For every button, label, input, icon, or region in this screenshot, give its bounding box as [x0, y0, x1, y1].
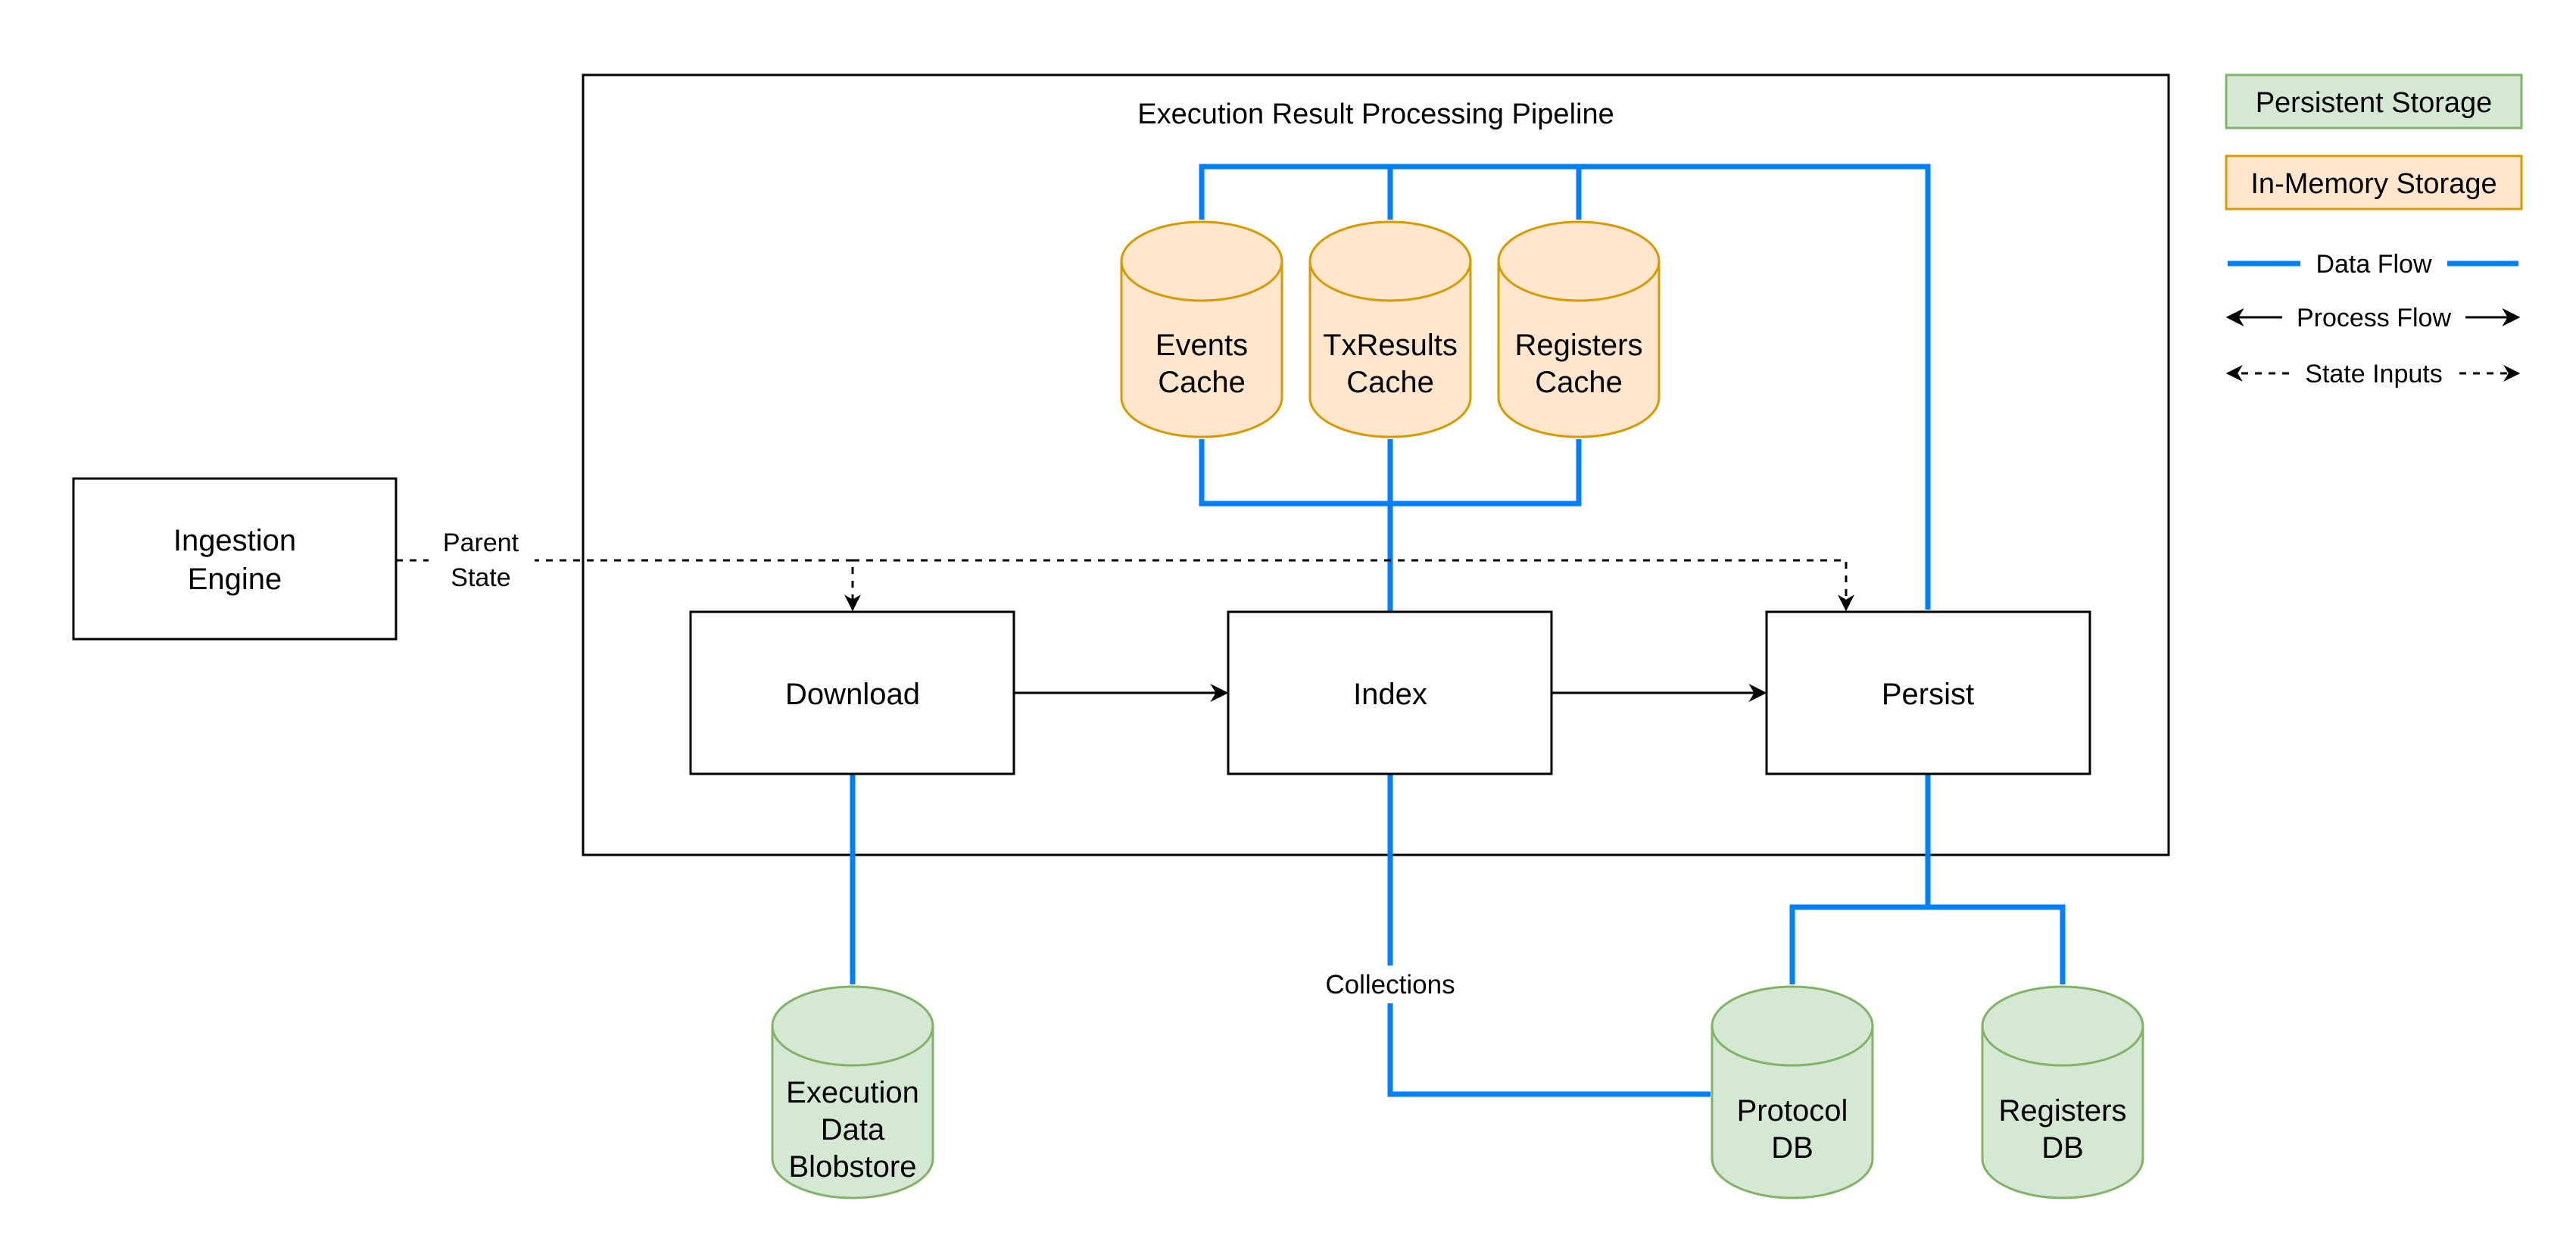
- protocol-db-label-line1: Protocol: [1737, 1094, 1848, 1128]
- index-to-events-line: [1199, 438, 1390, 507]
- execution-data-blobstore-cylinder: Execution Data Blobstore: [771, 985, 934, 1199]
- registers-db-cylinder: Registers DB: [1981, 985, 2144, 1199]
- ingestion-engine-box: Ingestion Engine: [72, 477, 398, 641]
- cache-to-persist-line: [1199, 164, 1931, 610]
- legend-process-flow-label: Process Flow: [2297, 304, 2451, 332]
- registers-cache-label-line2: Cache: [1535, 366, 1623, 399]
- protocol-db-label-line2: DB: [1771, 1131, 1813, 1165]
- events-cache-label-line2: Cache: [1158, 366, 1246, 399]
- events-cache-cylinder: Events Cache: [1120, 220, 1283, 438]
- protocol-db-cylinder: Protocol DB: [1711, 985, 1874, 1199]
- blobstore-label-line3: Blobstore: [789, 1150, 917, 1184]
- txresults-cache-label-line2: Cache: [1346, 366, 1434, 399]
- index-to-protocol-db-line: [1387, 774, 1711, 1097]
- legend-data-flow-label: Data Flow: [2316, 250, 2431, 279]
- legend-persistent-storage-label: Persistent Storage: [2256, 87, 2493, 119]
- ingestion-engine-label-line2: Engine: [188, 563, 282, 596]
- legend-state-inputs-label: State Inputs: [2305, 360, 2442, 388]
- collections-label-bg: [1308, 965, 1472, 1003]
- parent-state-label-bg: [429, 525, 535, 591]
- index-step-label: Index: [1353, 678, 1427, 711]
- collections-label: Collections: [1325, 970, 1455, 1000]
- legend-in-memory-storage: In-Memory Storage: [2225, 154, 2523, 211]
- download-step: Download: [689, 610, 1015, 775]
- registers-cache-cylinder: Registers Cache: [1497, 220, 1661, 438]
- parent-state-label-line1: Parent: [443, 529, 519, 557]
- legend: Persistent Storage In-Memory Storage Dat…: [2225, 73, 2523, 390]
- ingestion-engine-label-line1: Ingestion: [173, 524, 296, 557]
- registers-cache-label-line1: Registers: [1515, 329, 1643, 362]
- state-input-connectors: [396, 559, 1854, 612]
- parent-state-label-line2: State: [451, 563, 510, 592]
- parent-state-to-persist-line: [853, 559, 1854, 612]
- blobstore-label-line1: Execution: [786, 1076, 919, 1109]
- persist-to-registers-db-line: [1928, 904, 2066, 985]
- persist-to-protocol-db-line: [1789, 774, 1931, 985]
- index-to-registers-line: [1390, 438, 1582, 507]
- registers-db-label-line2: DB: [2041, 1131, 2084, 1165]
- download-step-label: Download: [785, 678, 920, 711]
- blobstore-label-line2: Data: [821, 1113, 885, 1146]
- legend-persistent-storage: Persistent Storage: [2225, 73, 2523, 129]
- registers-db-label-line1: Registers: [1999, 1094, 2127, 1128]
- legend-in-memory-storage-label: In-Memory Storage: [2250, 168, 2496, 200]
- index-step: Index: [1227, 610, 1553, 775]
- persist-step-label: Persist: [1882, 678, 1974, 711]
- txresults-cache-cylinder: TxResults Cache: [1308, 220, 1472, 438]
- legend-process-flow: Process Flow: [2225, 301, 2521, 334]
- txresults-cache-label-line1: TxResults: [1323, 329, 1458, 362]
- persist-step: Persist: [1765, 610, 2091, 775]
- events-cache-label-line1: Events: [1155, 329, 1248, 362]
- legend-state-inputs: State Inputs: [2225, 357, 2521, 390]
- data-flow-connectors: [850, 164, 2066, 1097]
- pipeline-title: Execution Result Processing Pipeline: [1137, 98, 1614, 130]
- legend-data-flow: Data Flow: [2227, 247, 2519, 280]
